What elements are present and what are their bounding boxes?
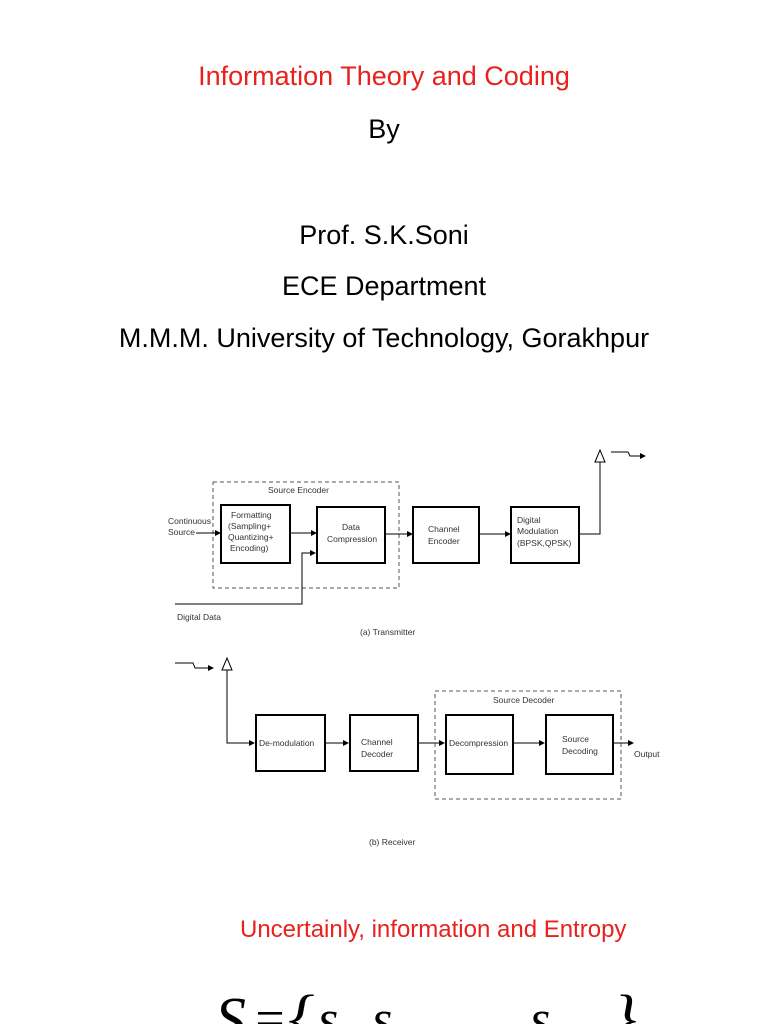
formatting-line-2: (Sampling+ — [228, 521, 271, 531]
equation-equals: = — [252, 991, 287, 1024]
channel-decoder-block — [349, 714, 419, 772]
equation-sk: s — [530, 991, 550, 1024]
compression-line-1: Data — [342, 522, 360, 532]
receive-signal-icon — [175, 662, 214, 671]
equation-s1: s — [372, 991, 392, 1024]
continuous-source-label-1: Continuous — [168, 516, 211, 526]
source-decoding-line-2: Decoding — [562, 746, 598, 756]
author-university: M.M.M. University of Technology, Gorakhp… — [118, 323, 650, 353]
formatting-block — [220, 504, 291, 564]
source-decoding-line-1: Source — [562, 734, 589, 744]
channel-encoder-block — [412, 506, 480, 564]
equation-s0: s — [318, 991, 338, 1024]
formatting-line-3: Quantizing+ — [228, 532, 274, 542]
transmit-signal-icon — [611, 451, 646, 459]
channel-decoder-line-2: Decoder — [361, 749, 393, 759]
section-heading: Uncertainly, information and Entropy — [240, 916, 627, 943]
formatting-line-4: Encoding) — [230, 543, 268, 553]
equation-lhs: S — [215, 986, 246, 1024]
transmitter-caption: (a) Transmitter — [360, 627, 415, 637]
source-decoding-block — [545, 714, 614, 775]
digital-modulation-block — [510, 506, 580, 564]
equation-open-brace: { — [288, 982, 314, 1024]
source-encoder-group — [212, 481, 400, 589]
decompression-label: Decompression — [449, 738, 508, 748]
receiver-diagram: De-modulation Channel Decoder Source Dec… — [175, 656, 660, 847]
demodulation-block — [255, 714, 326, 772]
modulation-line-2: Modulation — [517, 526, 559, 536]
channel-encoder-line-1: Channel — [428, 524, 460, 534]
decompression-block — [445, 714, 514, 775]
demodulation-label: De-modulation — [259, 738, 315, 748]
channel-decoder-line-1: Channel — [361, 737, 393, 747]
transmit-antenna-icon — [594, 448, 606, 463]
source-encoder-label: Source Encoder — [268, 485, 329, 495]
equation-close-brace: } — [610, 982, 636, 1024]
compression-line-2: Compression — [327, 534, 377, 544]
modulation-line-3: (BPSK,QPSK) — [517, 538, 571, 548]
data-compression-block — [316, 506, 386, 564]
receiver-caption: (b) Receiver — [369, 837, 415, 847]
author-department: ECE Department — [281, 271, 487, 301]
author-name: Prof. S.K.Soni — [299, 220, 469, 250]
continuous-source-label-2: Source — [168, 527, 195, 537]
output-label: Output — [634, 749, 660, 759]
source-decoder-group — [434, 690, 622, 800]
equation-s1-sub: 1 — [394, 1020, 409, 1024]
formatting-line-1: Formatting — [231, 510, 272, 520]
modulation-line-1: Digital — [517, 515, 541, 525]
source-decoder-label: Source Decoder — [493, 695, 555, 705]
channel-encoder-line-2: Encoder — [428, 536, 460, 546]
equation-sk-sub: k-1 — [552, 1020, 590, 1024]
transmitter-diagram: Source Encoder Continuous Source Formatt… — [168, 448, 646, 637]
digital-data-label: Digital Data — [177, 612, 221, 622]
byline: By — [368, 114, 400, 144]
equation-s0-sub: 0 — [340, 1020, 355, 1024]
page-title: Information Theory and Coding — [198, 61, 570, 91]
